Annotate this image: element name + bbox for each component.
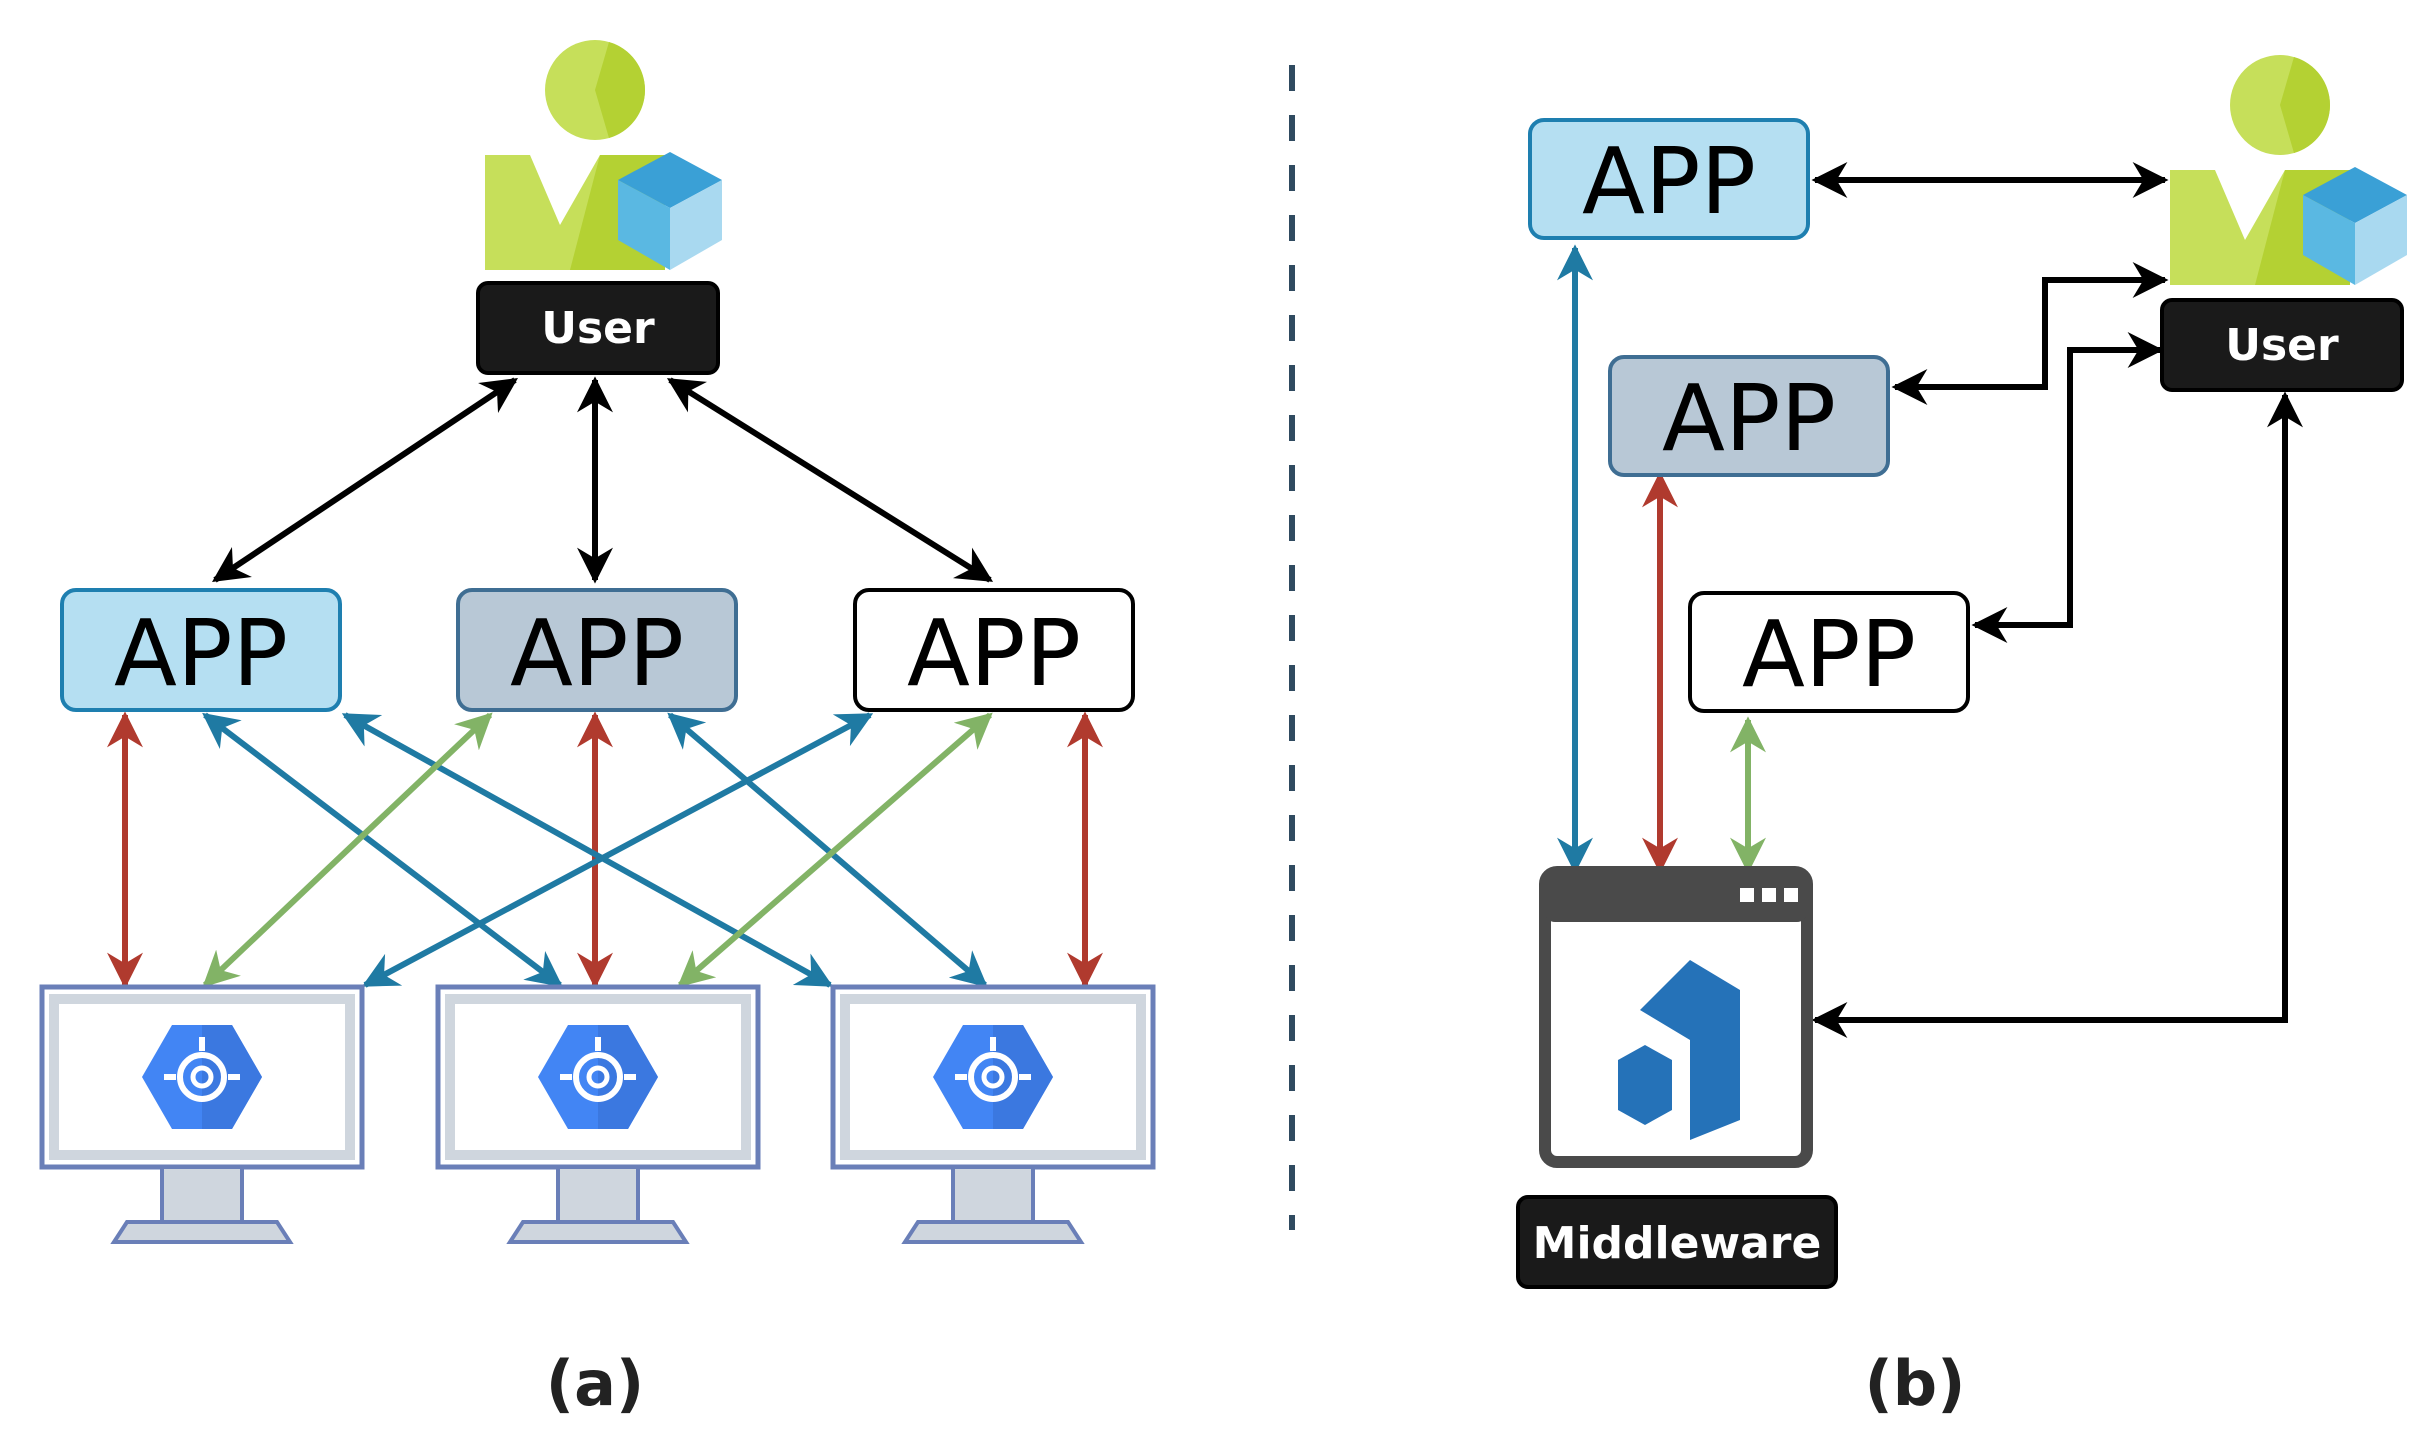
link-user-app1-a [212,377,518,583]
panel-b: APP APP APP User Mid [1516,55,2407,1420]
monitor-icon [438,987,758,1242]
app-box-1-a: APP [60,588,342,712]
monitor-icon [42,987,362,1242]
app-label: APP [1742,601,1916,708]
caption-b: (b) [1864,1347,1965,1420]
user-app-links-a [212,376,994,584]
link-green-app2-mon1 [202,712,493,988]
link-green-app3-mon2 [677,712,993,988]
app-label: APP [114,600,288,707]
app-label: APP [510,600,684,707]
user-label-text-a: User [541,303,655,354]
app-box-2-b: APP [1608,355,1890,477]
link-blue-app1-mon3 [341,712,834,988]
app-box-1-b: APP [1528,118,1810,240]
link-blue-app3-mon1 [361,712,874,988]
app-label: APP [907,600,1081,707]
link-user-middleware-b [1811,391,2303,1038]
app-box-2-a: APP [456,588,738,712]
app-label: APP [1662,365,1836,472]
middleware-label-text: Middleware [1533,1218,1822,1269]
app-label: APP [1582,128,1756,235]
user-icon [485,40,722,270]
user-label-text-b: User [2225,320,2339,371]
link-user-app3-a [666,377,994,583]
middleware-label: Middleware [1516,1195,1838,1289]
app-box-3-b: APP [1688,591,1970,713]
link-user-app3-b [1971,332,2164,643]
user-app-links-b [1811,162,2303,1038]
link-blue-app1-mon2 [202,712,563,988]
link-user-app2-b [1891,262,2169,405]
middleware-window-icon [1539,866,1813,1168]
app-monitor-links-a [107,711,1103,989]
app-middleware-links-b [1557,244,1766,874]
user-label-a: User [476,281,720,375]
panel-a: User APP APP APP (a) [42,40,1153,1420]
app-box-3-a: APP [853,588,1135,712]
user-label-b: User [2160,298,2404,392]
user-icon [2170,55,2407,285]
monitor-icon [833,987,1153,1242]
caption-a: (a) [546,1347,645,1420]
link-blue-app2-mon3 [667,712,988,988]
